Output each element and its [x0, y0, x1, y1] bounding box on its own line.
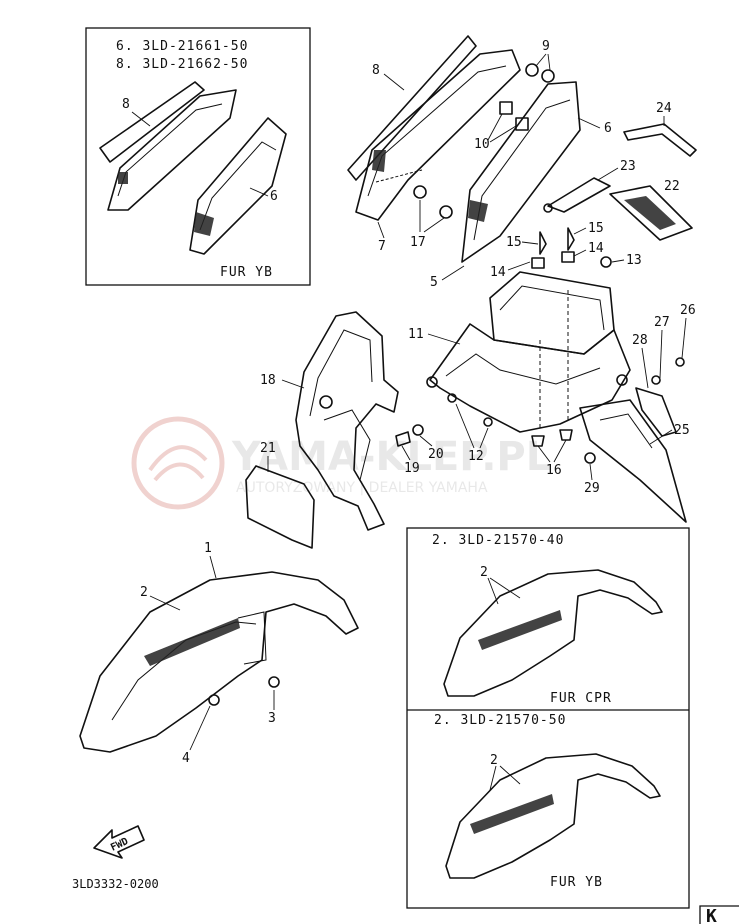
corner-mark-label: K — [706, 906, 717, 924]
callout-3: 3 — [268, 711, 276, 726]
watermark-logo-icon — [131, 416, 225, 510]
callout-10: 10 — [474, 137, 490, 152]
callout-22: 22 — [664, 179, 680, 194]
callout-9: 9 — [542, 39, 550, 54]
inset-yb-variant: FUR YB — [550, 875, 603, 890]
inner-fender-assembly: 18 21 19 20 — [245, 311, 444, 549]
inset-cpr-header: 2. 3LD-21570-40 — [432, 533, 564, 548]
callout-26: 26 — [680, 303, 696, 318]
inset-yb-callout: 2 — [490, 753, 498, 768]
callout-17: 17 — [410, 235, 426, 250]
callout-11: 11 — [408, 327, 424, 342]
callout-1: 1 — [204, 541, 212, 556]
hardware-parts: 24 23 22 15 15 14 14 13 — [490, 101, 697, 280]
side-cover-assembly: 8 9 10 6 7 17 5 — [347, 35, 612, 290]
callout-15b: 15 — [588, 221, 604, 236]
callout-15a: 15 — [506, 235, 522, 250]
callout-27: 27 — [654, 315, 670, 330]
callout-4: 4 — [182, 751, 190, 766]
callout-29: 29 — [584, 481, 600, 496]
callout-21: 21 — [260, 441, 276, 456]
watermark-brand: YAMA-KLEP.PL — [231, 434, 551, 480]
inset-line-1: 6. 3LD-21661-50 — [116, 39, 248, 54]
callout-8: 8 — [372, 63, 380, 78]
front-fender-main: 1 2 3 4 — [79, 541, 359, 766]
watermark-tagline: AUTORYZOWANY | DEALER YAMAHA — [236, 480, 488, 496]
fwd-arrow-icon: FWD — [93, 825, 145, 859]
callout-14a: 14 — [490, 265, 506, 280]
inset-cpr-callout: 2 — [480, 565, 488, 580]
inset-side-covers: 6. 3LD-21661-50 8. 3LD-21662-50 8 6 FUR … — [85, 27, 311, 286]
callout-13: 13 — [626, 253, 642, 268]
callout-19: 19 — [404, 461, 420, 476]
inset-fender-variants: 2. 3LD-21570-40 2 FUR CPR 2. 3LD-21570-5… — [406, 527, 690, 909]
callout-6: 6 — [604, 121, 612, 136]
callout-7: 7 — [378, 239, 386, 254]
inset-cpr-variant: FUR CPR — [550, 691, 612, 706]
callout-25: 25 — [674, 423, 690, 438]
callout-14b: 14 — [588, 241, 604, 256]
drawing-number: 3LD3332-0200 — [72, 877, 159, 891]
callout-28: 28 — [632, 333, 648, 348]
watermark: YAMA-KLEP.PL AUTORYZOWANY | DEALER YAMAH… — [131, 416, 551, 510]
inset-callout-8: 8 — [122, 97, 130, 112]
callout-24: 24 — [656, 101, 672, 116]
rear-fender-assembly: 11 26 27 28 25 29 12 16 — [408, 271, 696, 523]
inset-variant: FUR YB — [220, 265, 273, 280]
inset-yb-header: 2. 3LD-21570-50 — [434, 713, 566, 728]
callout-12: 12 — [468, 449, 484, 464]
inset-callout-6: 6 — [270, 189, 278, 204]
callout-2: 2 — [140, 585, 148, 600]
callout-20: 20 — [428, 447, 444, 462]
inset-line-2: 8. 3LD-21662-50 — [116, 57, 248, 72]
callout-23: 23 — [620, 159, 636, 174]
callout-16: 16 — [546, 463, 562, 478]
corner-mark: K — [699, 905, 739, 924]
callout-18: 18 — [260, 373, 276, 388]
callout-5: 5 — [430, 275, 438, 290]
